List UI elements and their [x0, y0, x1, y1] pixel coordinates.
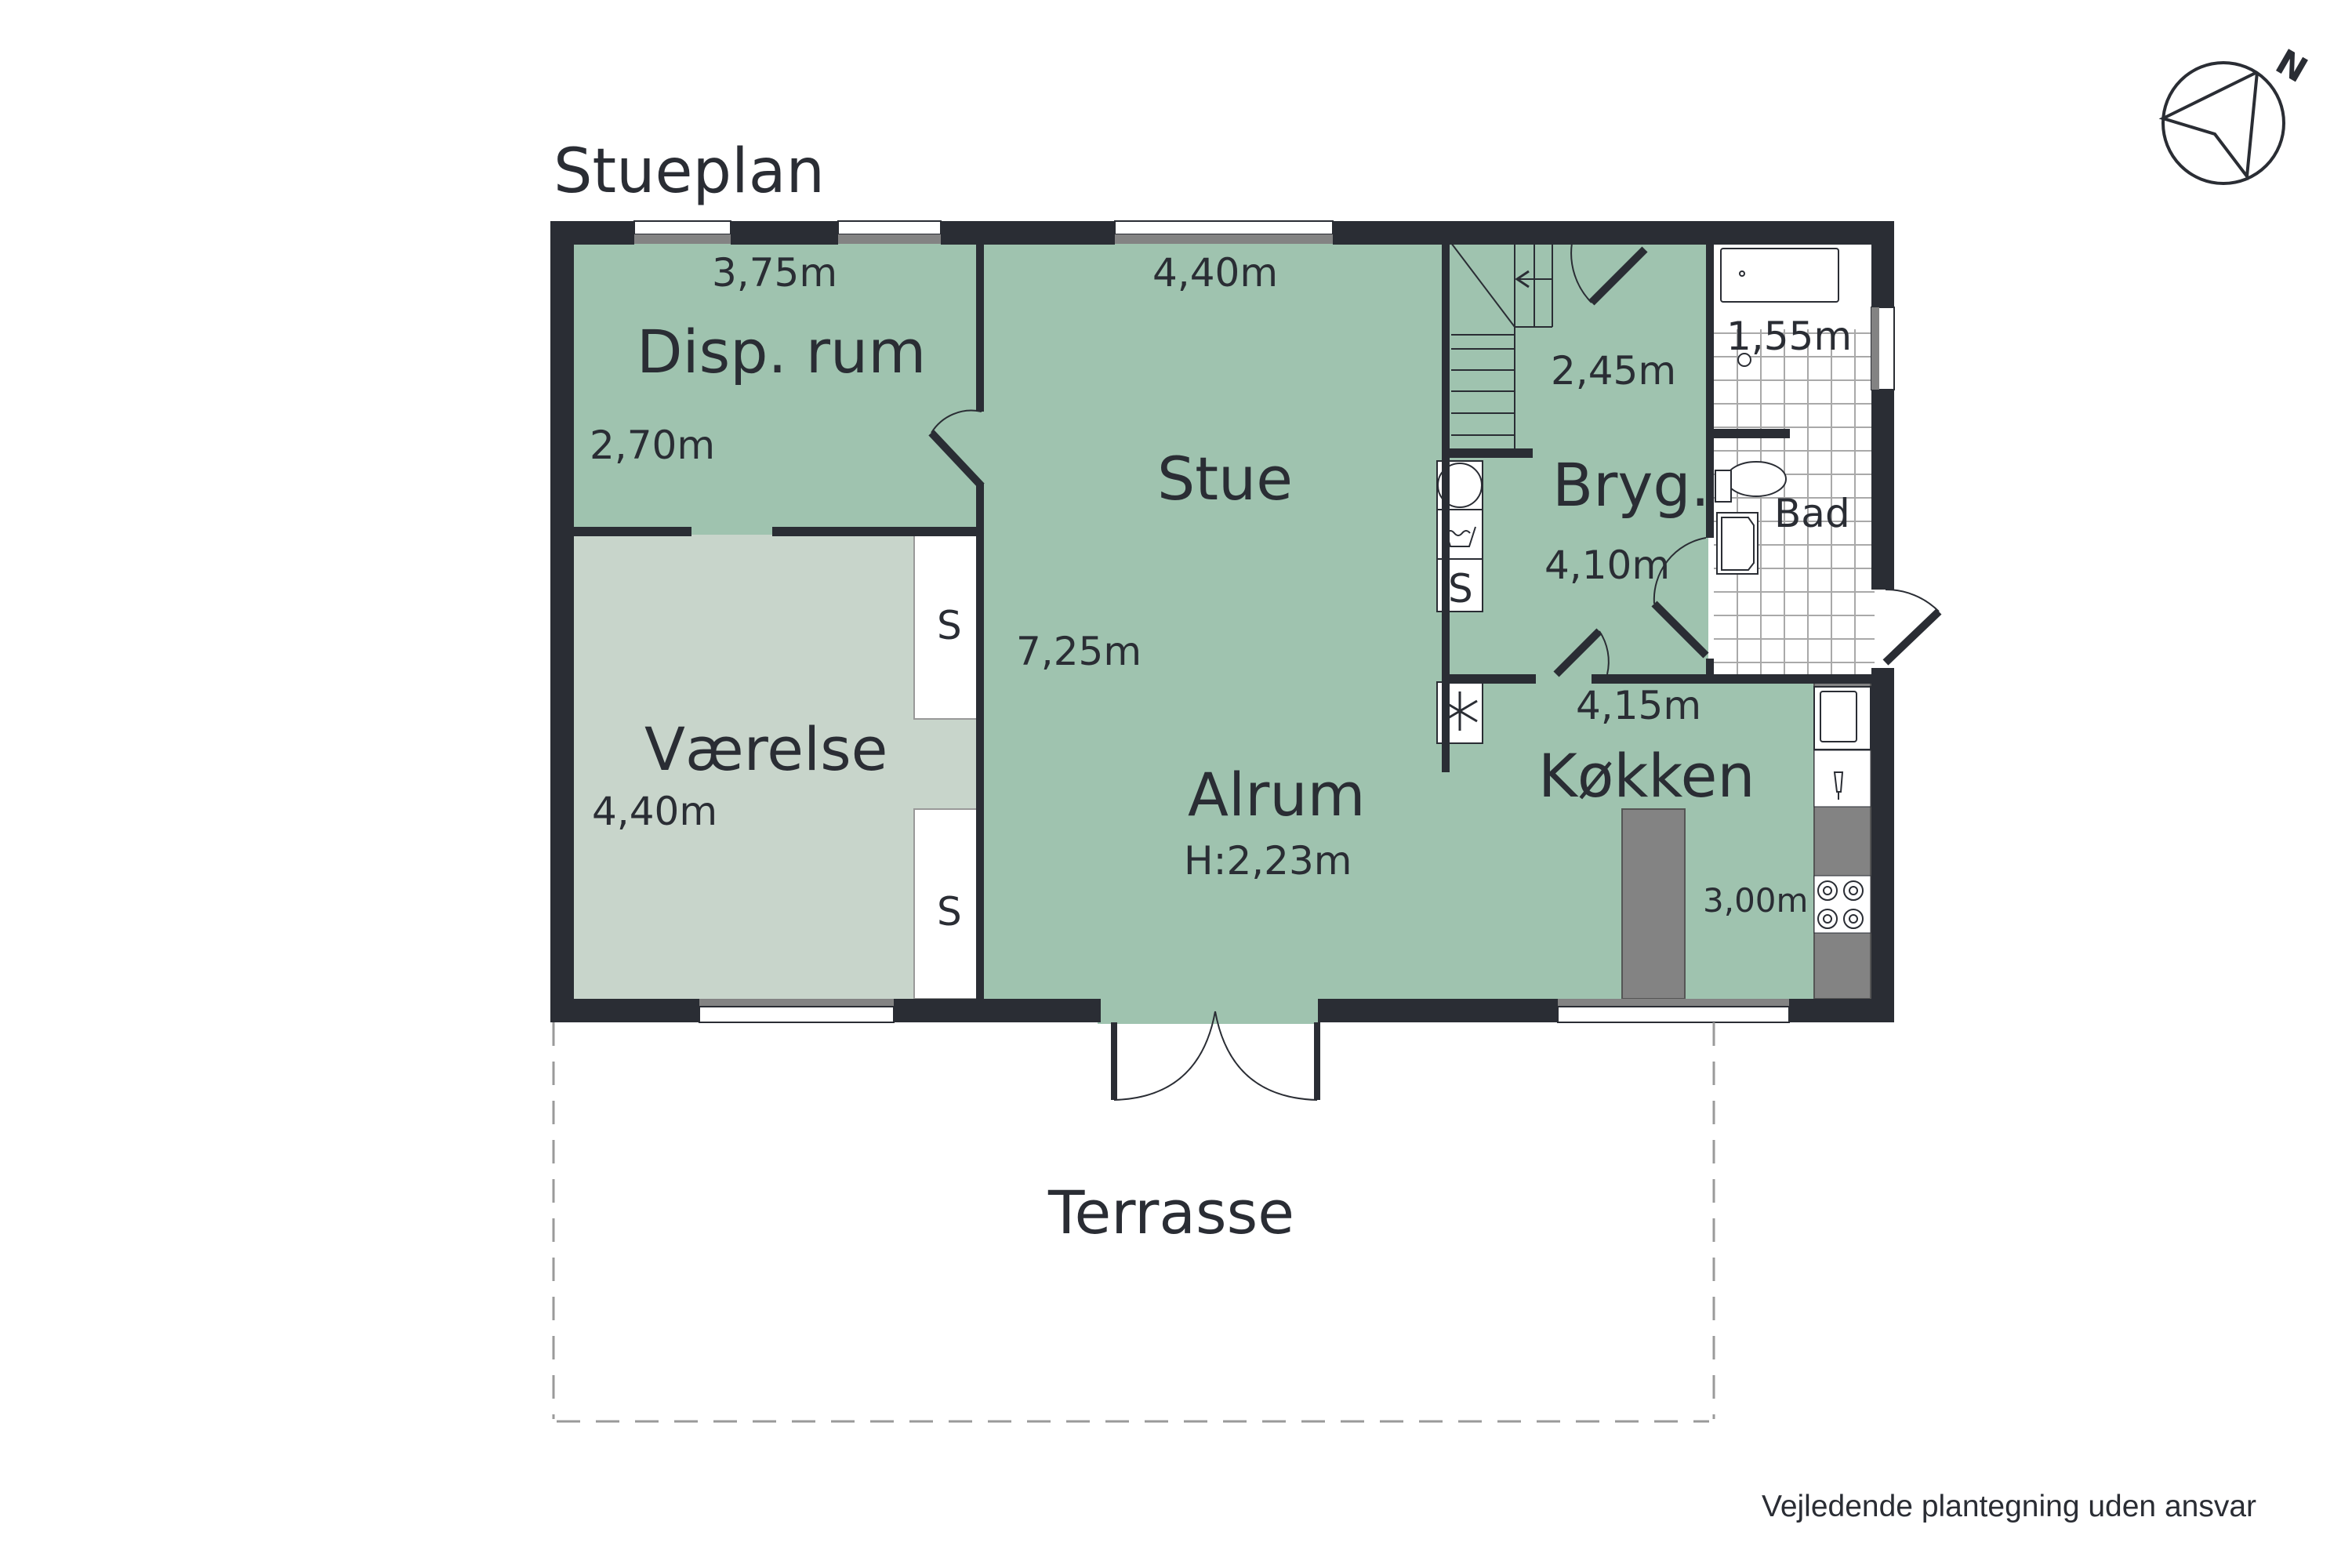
window: [633, 220, 731, 244]
dimension-label: 7,25m: [1016, 629, 1142, 674]
bad-floor: [1714, 243, 1875, 682]
room-name-terrasse: Terrasse: [1047, 1178, 1294, 1247]
door-kitchen: [1553, 628, 1610, 677]
dimension-label: 4,15m: [1576, 683, 1701, 728]
room-labels: Disp. rum 3,75m 2,70m Stue 4,40m 7,25m V…: [590, 250, 1852, 1247]
kitchen-sink-icon: [1813, 686, 1871, 750]
compass-label: N: [2269, 42, 2314, 91]
door-bath-exterior: [1882, 588, 1942, 666]
room-name-bryg: Bryg.: [1552, 450, 1710, 520]
dimension-label: 3,00m: [1703, 881, 1808, 920]
window: [1557, 999, 1790, 1023]
room-name-stue: Stue: [1157, 444, 1293, 514]
window: [699, 999, 895, 1023]
stove-icon: [1813, 875, 1871, 934]
stairs-arrow-icon: [1515, 270, 1530, 289]
closet-label: S: [937, 603, 962, 648]
door-terrace: [1111, 1011, 1320, 1101]
bath-tiles: [1714, 329, 1875, 674]
disclaimer-text: Vejledende plantegning uden ansvar: [1761, 1490, 2256, 1523]
windows: [633, 220, 1895, 1023]
bath-fixtures: [1711, 248, 1839, 575]
door-bath: [1651, 537, 1709, 659]
doors[interactable]: [928, 242, 1942, 1101]
bathtub-icon: [1720, 248, 1839, 303]
dimension-label: 4,40m: [1152, 250, 1278, 296]
closet-label: S: [1448, 566, 1473, 612]
stove-icon: [1817, 880, 1864, 929]
disp-rum-floor: [573, 243, 981, 535]
compass-north-icon: N: [2158, 42, 2314, 185]
dimension-label: 4,40m: [592, 789, 717, 834]
dimension-label: 1,55m: [1726, 314, 1852, 359]
room-name-bad: Bad: [1774, 491, 1850, 536]
room-name-disp-rum: Disp. rum: [637, 317, 926, 387]
dimension-label: 3,75m: [712, 250, 837, 296]
kitchen-counters: [1621, 681, 1871, 1000]
walls: [550, 221, 1894, 1022]
window: [837, 220, 942, 244]
dimension-label: 2,70m: [590, 423, 715, 468]
bryg-floor: [1450, 243, 1708, 682]
ceiling-height-label: H:2,23m: [1184, 838, 1352, 884]
window: [1871, 307, 1895, 390]
stairs: [1450, 242, 1553, 451]
room-fills: [573, 243, 1886, 1024]
room-name-kokken: Køkken: [1538, 741, 1755, 811]
vaerelse-floor: [573, 535, 981, 999]
plan-title: Stueplan: [554, 136, 825, 207]
terrace-outline: [552, 1022, 1715, 1423]
doorway-floor: [1098, 999, 1319, 1024]
room-name-vaerelse: Værelse: [644, 714, 887, 784]
room-name-alrum: Alrum: [1188, 760, 1366, 829]
door-disp-rum: [928, 409, 985, 489]
closet-label: S: [937, 889, 962, 935]
door-bryg-entry: [1570, 242, 1648, 306]
stue-alrum-floor: [981, 243, 1450, 999]
window: [1114, 220, 1334, 244]
kitchen-island: [1621, 808, 1686, 1000]
dimension-label: 4,10m: [1544, 543, 1670, 588]
sink-icon: [1716, 512, 1759, 575]
shower-icon: [1737, 353, 1751, 367]
dimension-label: 2,45m: [1551, 348, 1676, 394]
